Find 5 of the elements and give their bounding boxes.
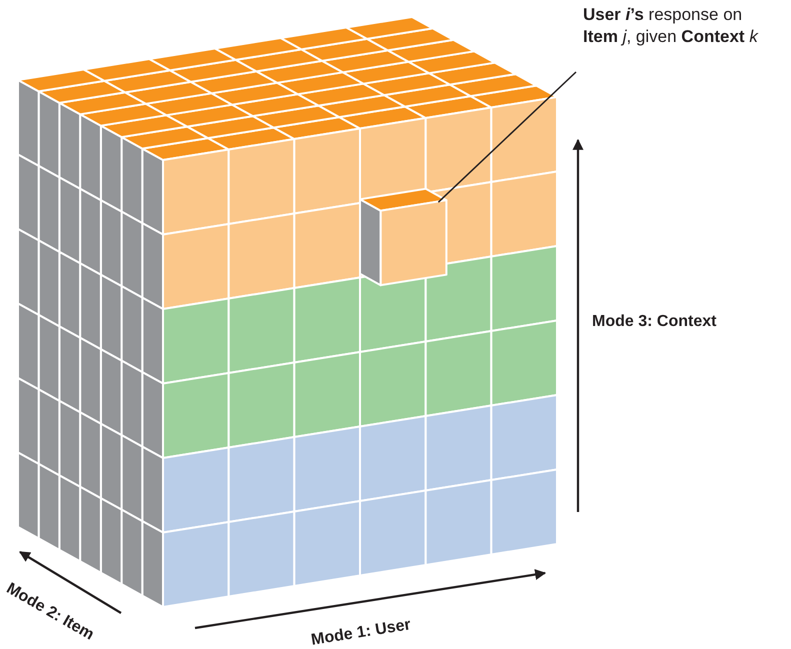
callout-text: User i’s response on Item j, given Context k xyxy=(583,4,768,48)
axis-label: Mode 1: User xyxy=(310,616,412,649)
axis-label: Mode 3: Context xyxy=(592,313,716,331)
leader-line xyxy=(438,71,577,203)
highlighted-cell xyxy=(359,188,448,286)
